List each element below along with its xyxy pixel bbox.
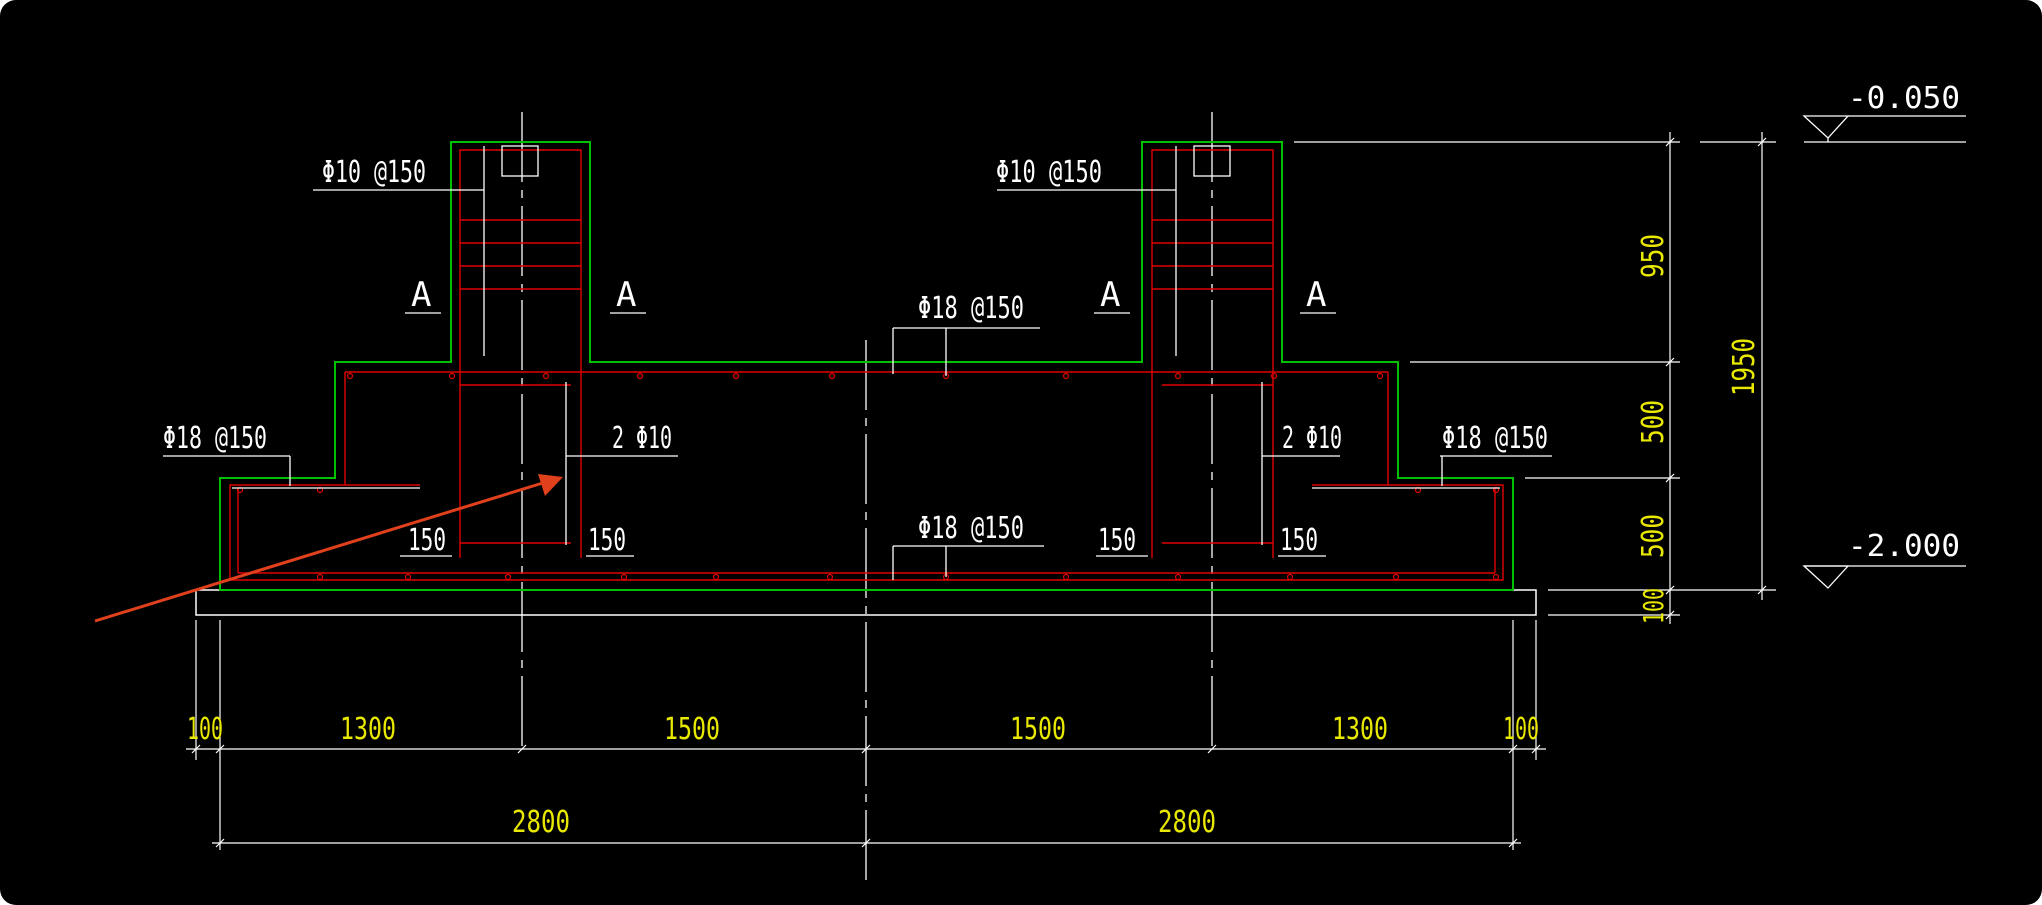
elevation-bottom-text: -2.000 — [1848, 529, 1960, 564]
dim-1300-left: 1300 — [340, 712, 396, 747]
annotation-arrow — [94, 474, 563, 623]
cover-dim-3: 150 — [1098, 523, 1136, 558]
dimension-lines — [186, 132, 1776, 850]
rebar-dots — [236, 372, 1500, 581]
label-col-right-stirrup: Φ10 @150 — [996, 155, 1102, 190]
centerlines — [521, 112, 1213, 880]
dimension-text: 100 1300 1500 1500 1300 100 2800 2800 95… — [187, 234, 1762, 840]
section-mark-a3: A — [1100, 275, 1120, 315]
dim-950: 950 — [1636, 234, 1671, 278]
label-bottom-bar-center: Φ18 @150 — [918, 511, 1024, 546]
label-right-step-bar: Φ18 @150 — [1442, 421, 1548, 456]
section-mark-a4: A — [1306, 275, 1326, 315]
dim-100-cushion: 100 — [1637, 588, 1670, 624]
dim-1500-right: 1500 — [1010, 712, 1066, 747]
leaders — [163, 145, 1552, 580]
label-right-waist: 2 Φ10 — [1282, 421, 1342, 456]
label-left-waist: 2 Φ10 — [612, 421, 672, 456]
dim-500-upper: 500 — [1636, 400, 1671, 444]
elevation-top-text: -0.050 — [1848, 81, 1960, 116]
dim-1950-total: 1950 — [1727, 338, 1762, 396]
concrete-outline — [219, 141, 1514, 591]
label-left-step-bar: Φ18 @150 — [163, 421, 267, 456]
cover-dim-4: 150 — [1280, 523, 1318, 558]
section-mark-a2: A — [616, 275, 636, 315]
cover-dim-2: 150 — [588, 523, 626, 558]
dim-100-right: 100 — [1503, 712, 1539, 747]
dim-1300-right: 1300 — [1332, 712, 1388, 747]
dim-2800-right: 2800 — [1158, 805, 1216, 840]
dim-100-left: 100 — [187, 712, 223, 747]
dim-2800-left: 2800 — [512, 805, 570, 840]
section-mark-a1: A — [411, 275, 431, 315]
labels: Φ10 @150 Φ10 @150 Φ18 @150 Φ18 @150 Φ18 … — [163, 81, 1960, 564]
dim-500-lower: 500 — [1636, 514, 1671, 558]
label-top-bar-center: Φ18 @150 — [918, 291, 1024, 326]
elevation-markers — [1802, 115, 1966, 589]
rebar — [229, 149, 1504, 581]
cover-dim-1: 150 — [408, 523, 446, 558]
dim-1500-left: 1500 — [664, 712, 720, 747]
label-col-left-stirrup: Φ10 @150 — [322, 155, 426, 190]
